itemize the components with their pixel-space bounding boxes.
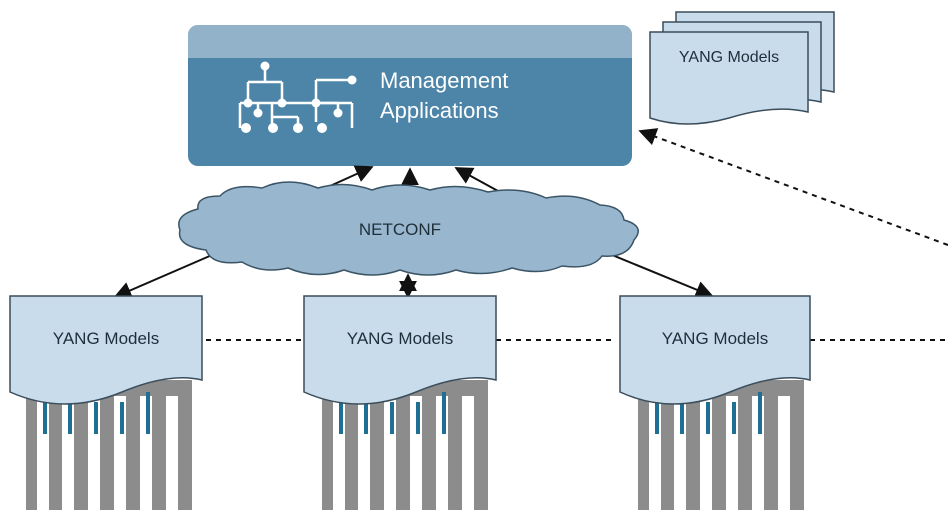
arrow-cloud-to-device-right bbox=[599, 249, 714, 299]
device-1 bbox=[9, 295, 203, 510]
device-1-yang-label: YANG Models bbox=[52, 329, 160, 348]
management-title-line-1: Management bbox=[380, 68, 509, 93]
dashed-arrow-to-management bbox=[638, 128, 948, 246]
top-yang-models-stack bbox=[649, 11, 835, 125]
device-3-yang-doc bbox=[619, 295, 811, 405]
device-1-yang-doc bbox=[9, 295, 203, 405]
netconf-cloud bbox=[178, 181, 639, 276]
device-3 bbox=[619, 295, 811, 510]
management-title-line-2: Applications bbox=[380, 98, 499, 123]
top-yang-models-doc bbox=[649, 31, 809, 125]
device-2-yang-doc bbox=[303, 295, 497, 405]
top-yang-models-label: YANG Models bbox=[678, 49, 780, 66]
device-2-yang-label: YANG Models bbox=[346, 329, 454, 348]
hierarchy-tree-icon bbox=[238, 61, 357, 133]
netconf-label: NETCONF bbox=[358, 220, 442, 239]
arrow-cloud-to-device-left bbox=[113, 254, 213, 299]
device-2 bbox=[303, 295, 497, 510]
device-3-yang-label: YANG Models bbox=[661, 329, 769, 348]
